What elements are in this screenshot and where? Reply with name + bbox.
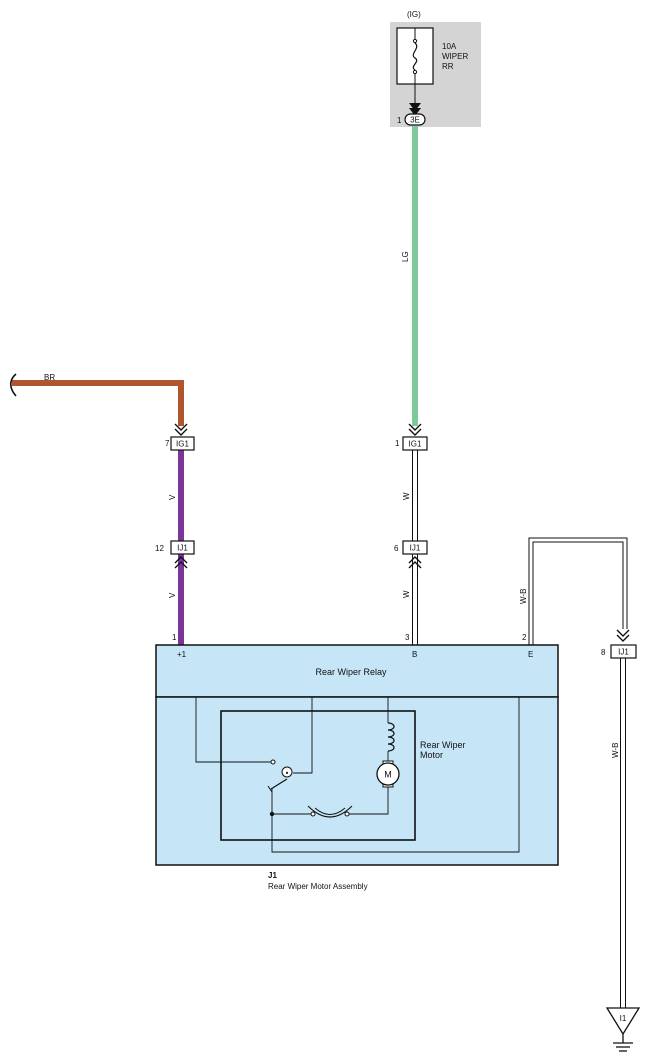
wire-label-wb-left: W-B (519, 589, 528, 604)
wire-br (12, 380, 184, 426)
connector-pin: 12 (155, 544, 164, 553)
cam-contact-icon (307, 805, 353, 818)
connector-ij1-left: 12 IJ1 (155, 540, 195, 569)
connector-arrow-icon (174, 423, 188, 436)
wire-label-v-upper: V (168, 494, 177, 500)
connector-name: IJ1 (177, 544, 188, 553)
wire-label-v-lower: V (168, 592, 177, 598)
connector-ij1-right: 8 IJ1 (601, 629, 637, 659)
motor-switch-icon: • (267, 759, 293, 817)
connector-name: IJ1 (410, 544, 421, 553)
connector-pin: 7 (165, 439, 170, 448)
connector-body (402, 540, 428, 555)
fuse-terminal-bottom (412, 69, 418, 75)
assembly-title: Rear Wiper Motor Assembly (268, 882, 368, 891)
motor-label-line1: Rear Wiper (420, 740, 466, 750)
connector-body (402, 436, 428, 451)
connector-pin: 6 (394, 544, 399, 553)
motor-coil-icon (387, 722, 395, 752)
motor-internal-wiring (195, 697, 520, 853)
fuse-connector-oval (404, 113, 426, 126)
connector-pin: 1 (395, 439, 400, 448)
ground-symbol: I1 (605, 1007, 641, 1052)
fuse-arrow-icon (409, 103, 421, 116)
motor-icon: M (376, 760, 400, 788)
connector-arrow-icon (408, 423, 422, 436)
assembly-pin-e: 2 (522, 633, 527, 642)
wire-label-lg: LG (401, 251, 410, 262)
terminal-e-label: E (528, 650, 533, 659)
terminal-plus-label: +1 (177, 650, 187, 659)
fuse-terminal-top (412, 38, 418, 44)
connector-arrow-icon (174, 556, 188, 569)
fuse-name-line2: RR (442, 62, 454, 71)
motor-label-line2: Motor (420, 750, 443, 760)
connector-arrow-icon (408, 556, 422, 569)
connector-ig1-left: 7 IG1 (165, 423, 195, 451)
assembly-pin-b: 3 (405, 633, 410, 642)
fuse-source-label: (IG) (407, 10, 421, 19)
wire-wb (528, 537, 628, 1008)
connector-name: IG1 (176, 440, 189, 449)
assembly-id: J1 (268, 871, 277, 880)
fuse-pin-number: 1 (397, 116, 402, 125)
motor-assembly-box (155, 696, 559, 866)
motor-symbol: M (384, 770, 392, 780)
connector-name: IG1 (409, 440, 422, 449)
fuse-element-icon (412, 42, 418, 71)
fuse-connector-name: 3E (410, 116, 420, 125)
connector-pin: 8 (601, 648, 606, 657)
connector-ig1-mid: 1 IG1 (395, 423, 428, 451)
connector-body (170, 540, 195, 555)
wire-label-w-lower: W (402, 590, 411, 598)
connector-ij1-mid: 6 IJ1 (394, 540, 428, 569)
connector-arrow-icon (616, 629, 630, 642)
assembly-pin-plus: 1 (172, 633, 177, 642)
fuse-block: (IG) 10A WIPER RR 1 3E (390, 10, 481, 127)
wire-break-symbol (9, 373, 17, 397)
relay-box (155, 644, 559, 698)
ground-name: I1 (620, 1014, 627, 1023)
wire-label-w-upper: W (402, 492, 411, 500)
wire-label-wb-right: W-B (611, 743, 620, 758)
fuse-rating: 10A (442, 42, 457, 51)
svg-text:•: • (286, 769, 289, 778)
connector-body (170, 436, 195, 451)
connector-name: IJ1 (618, 648, 629, 657)
relay-label: Rear Wiper Relay (315, 667, 387, 677)
fuse-name-line1: WIPER (442, 52, 468, 61)
terminal-b-label: B (412, 650, 417, 659)
wire-label-br: BR (44, 373, 55, 382)
connector-body (610, 644, 637, 659)
motor-inner-box (220, 710, 416, 841)
